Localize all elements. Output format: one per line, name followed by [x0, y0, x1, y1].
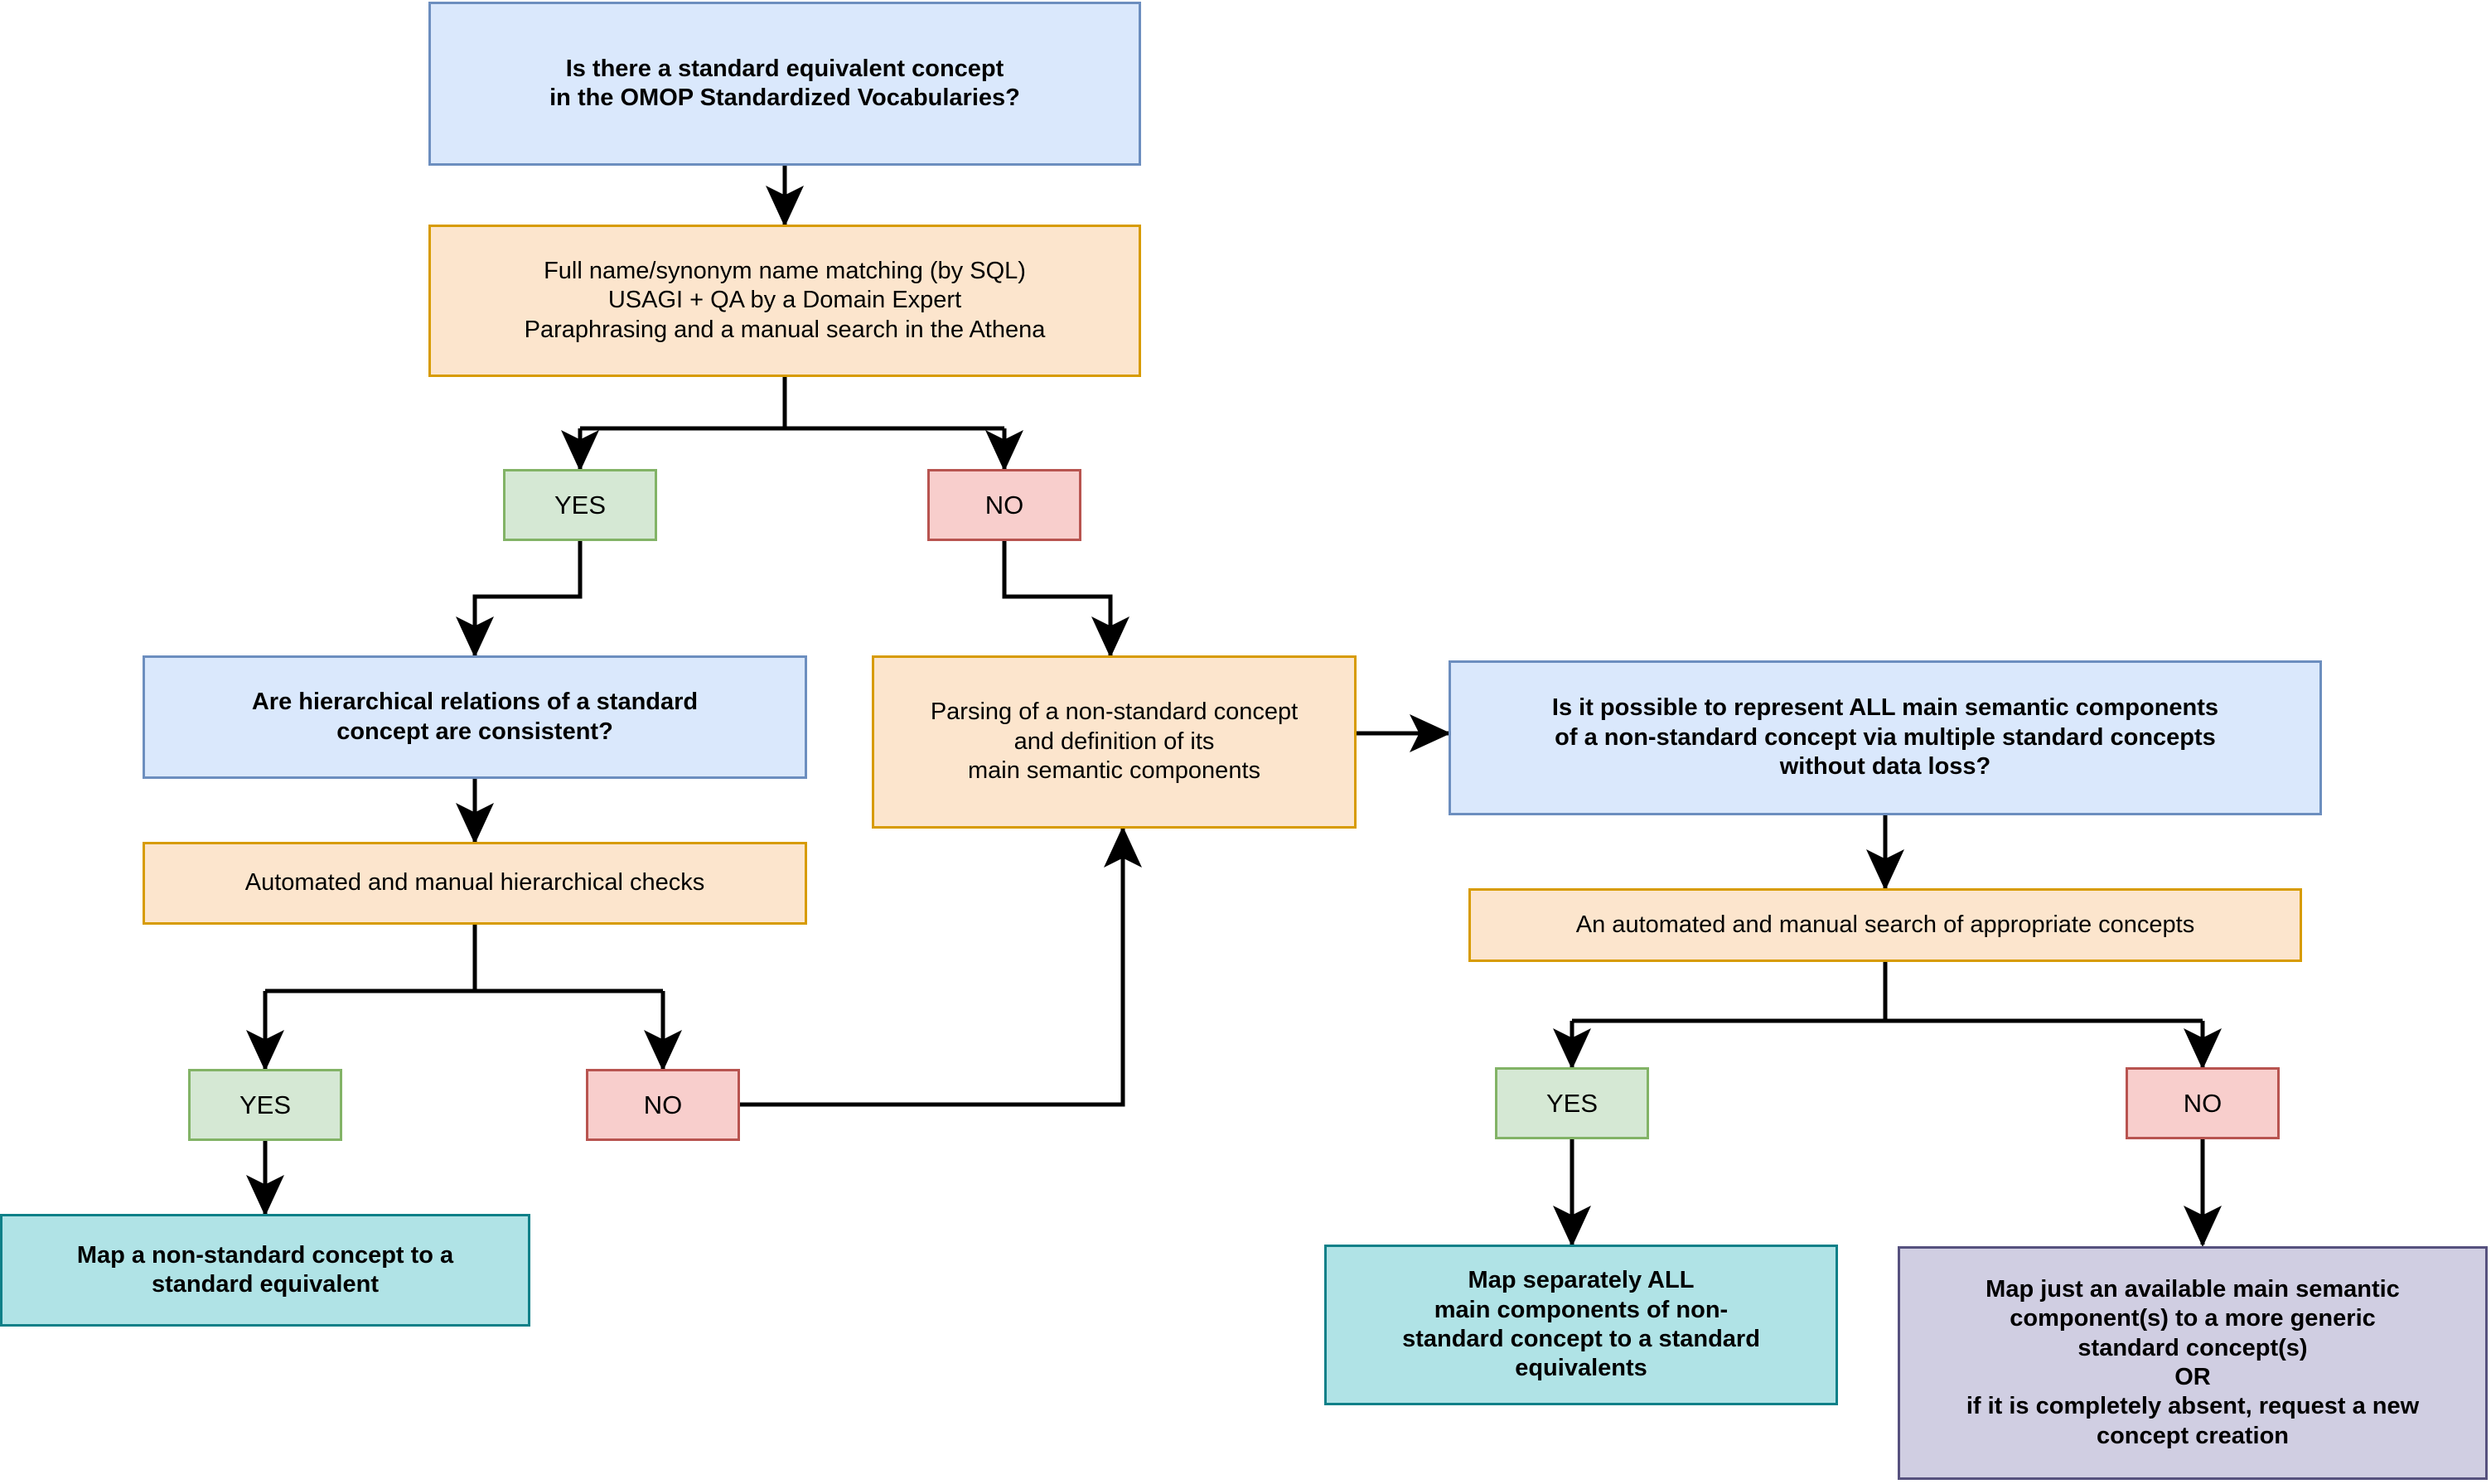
node-question-represent-all-components[interactable]: Is it possible to represent ALL main sem…	[1449, 660, 2322, 815]
node-no-represent-all-components[interactable]: NO	[2126, 1067, 2280, 1139]
node-process-hierarchical-checks[interactable]: Automated and manual hierarchical checks	[143, 842, 807, 925]
node-question-hierarchical-relations[interactable]: Are hierarchical relations of a standard…	[143, 655, 807, 779]
edge-yes1-to-q2	[455, 541, 583, 659]
node-yes-represent-all-components[interactable]: YES	[1495, 1067, 1649, 1139]
node-no-standard-equivalent[interactable]: NO	[927, 469, 1081, 541]
node-process-parsing-non-standard-concept[interactable]: Parsing of a non-standard concept and de…	[872, 655, 1357, 829]
node-process-name-matching[interactable]: Full name/synonym name matching (by SQL)…	[428, 225, 1141, 377]
node-question-standard-equivalent[interactable]: Is there a standard equivalent concept i…	[428, 2, 1141, 166]
node-process-search-appropriate-concepts[interactable]: An automated and manual search of approp…	[1468, 888, 2302, 962]
node-result-map-generic-or-request-new[interactable]: Map just an available main semantic comp…	[1898, 1246, 2488, 1480]
node-no-hierarchical-consistent[interactable]: NO	[586, 1069, 740, 1141]
edge-no1-to-parsing	[1002, 541, 1129, 659]
node-result-map-to-standard-equivalent[interactable]: Map a non-standard concept to a standard…	[0, 1214, 530, 1327]
node-yes-hierarchical-consistent[interactable]: YES	[188, 1069, 342, 1141]
node-result-map-separately-all-components[interactable]: Map separately ALL main components of no…	[1324, 1245, 1838, 1405]
node-yes-standard-equivalent[interactable]: YES	[503, 469, 657, 541]
